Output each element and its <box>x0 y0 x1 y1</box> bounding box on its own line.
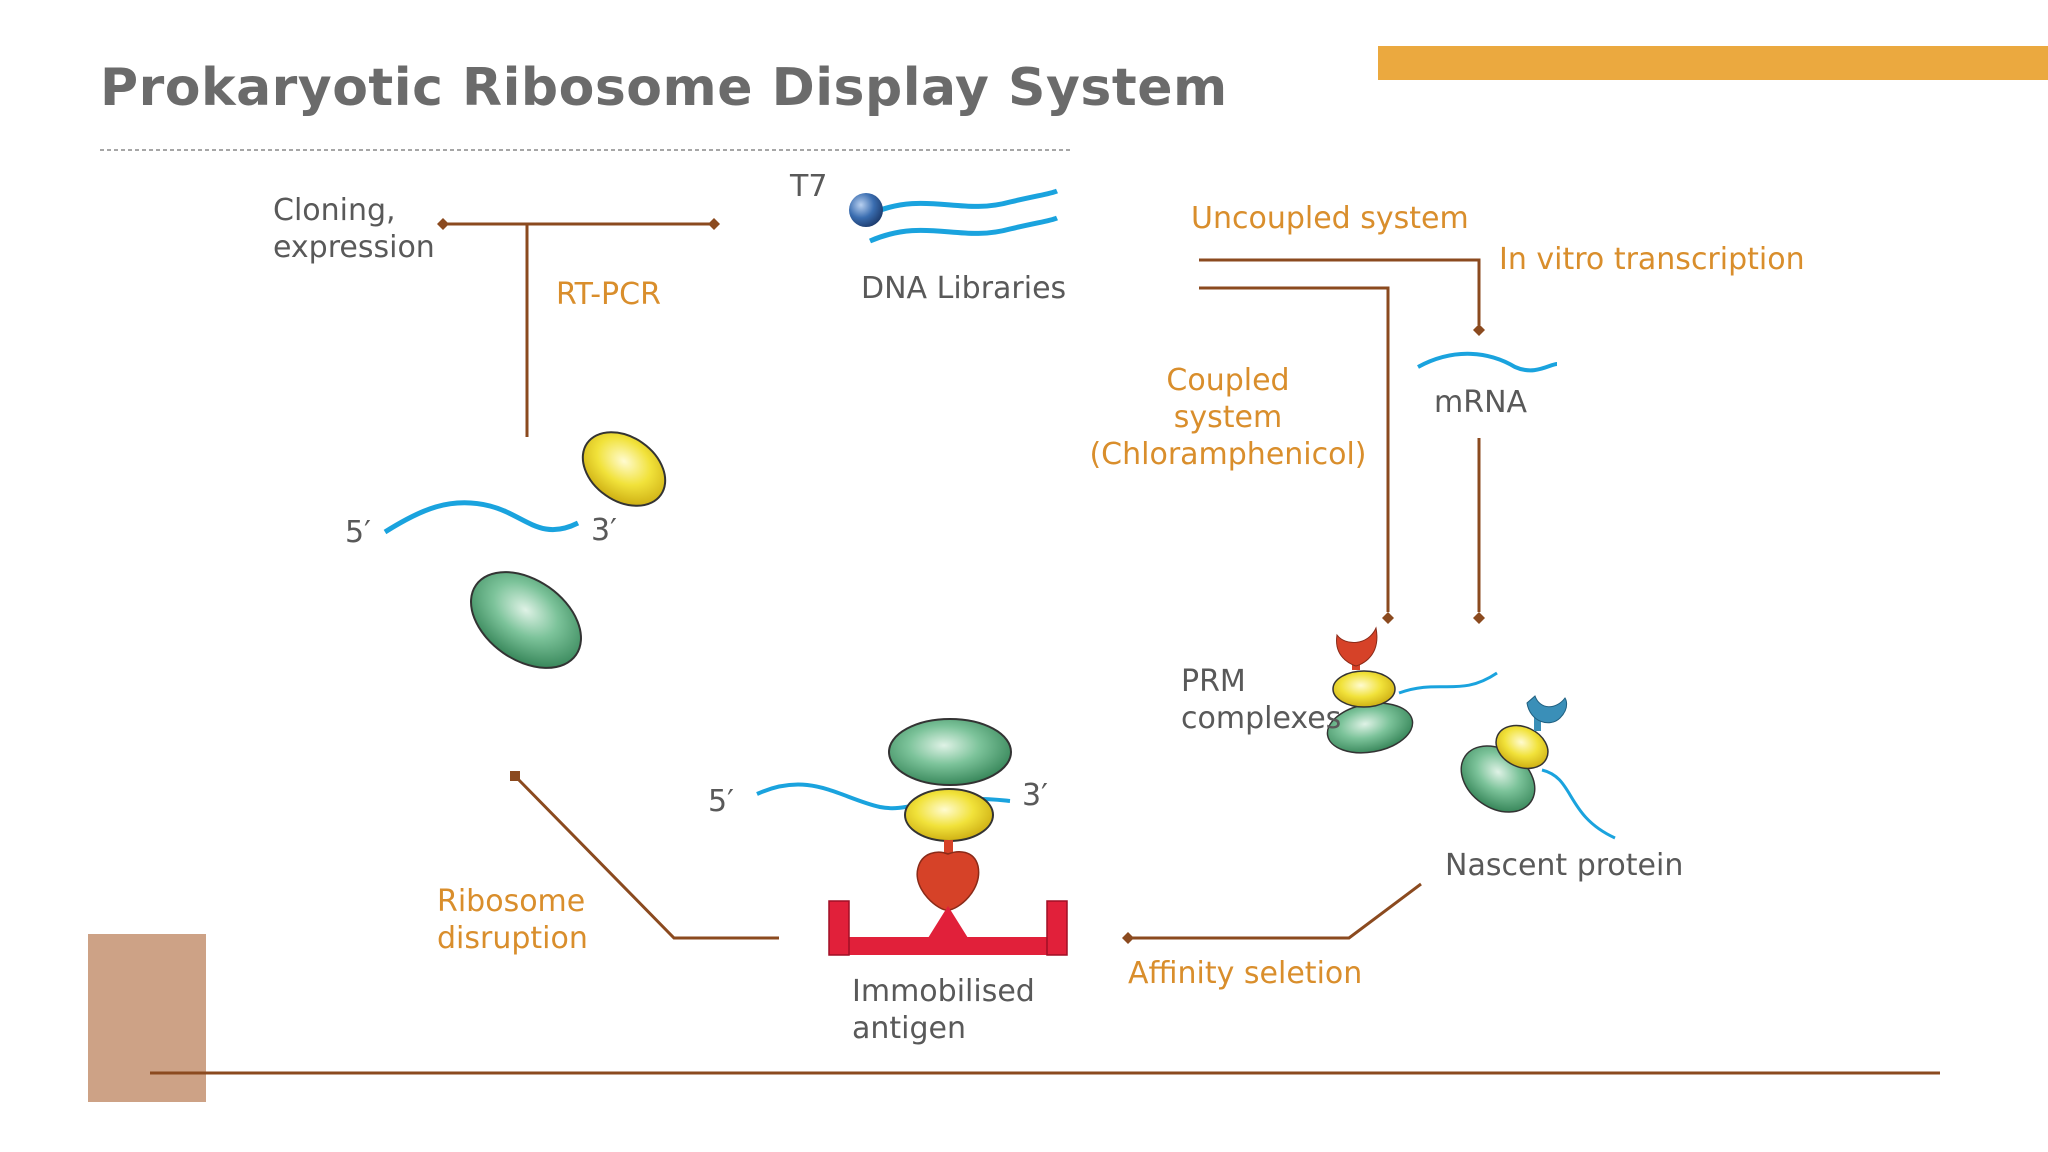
cloning-expression-label: Cloning, expression <box>273 193 435 265</box>
coupled-system-label: Coupled system (Chloramphenicol) <box>1089 363 1367 472</box>
accent-bar <box>1378 46 2048 80</box>
dissociated-ribosome-icon <box>383 431 667 669</box>
t7-bead-icon <box>849 193 883 227</box>
in-vitro-transcription-label: In vitro transcription <box>1499 242 1805 277</box>
mrna-label: mRNA <box>1434 385 1528 420</box>
bound-ribosome-icon <box>756 718 1012 911</box>
uncoupled-system-label: Uncoupled system <box>1191 201 1469 236</box>
arrow-heads <box>437 218 1485 944</box>
five-prime-center-label: 5′ <box>708 784 734 819</box>
page-title: Prokaryotic Ribosome Display System <box>100 58 1228 118</box>
prm-complex-icon <box>1326 626 1498 754</box>
affinity-selection-label: Affinity seletion <box>1128 956 1363 991</box>
rt-pcr-label: RT-PCR <box>556 277 661 312</box>
three-prime-left-label: 3′ <box>591 513 617 548</box>
dna-libraries-label: DNA Libraries <box>861 271 1067 306</box>
immobilised-antigen-icon <box>828 900 1068 956</box>
corner-block <box>88 934 206 1102</box>
t7-label: T7 <box>790 169 828 204</box>
flow-arrows <box>443 222 1481 940</box>
immobilised-antigen-label: Immobilised antigen <box>852 974 1035 1046</box>
three-prime-center-label: 3′ <box>1022 778 1048 813</box>
five-prime-left-label: 5′ <box>345 515 371 550</box>
nascent-protein-complex-icon <box>1460 695 1616 840</box>
dna-libraries-icon <box>849 188 1058 244</box>
mrna-strand-icon <box>1417 351 1558 373</box>
prm-complexes-label: PRM complexes <box>1181 664 1342 736</box>
ribosome-disruption-label: Ribosome disruption <box>437 884 588 956</box>
nascent-protein-label: Nascent protein <box>1445 848 1684 883</box>
